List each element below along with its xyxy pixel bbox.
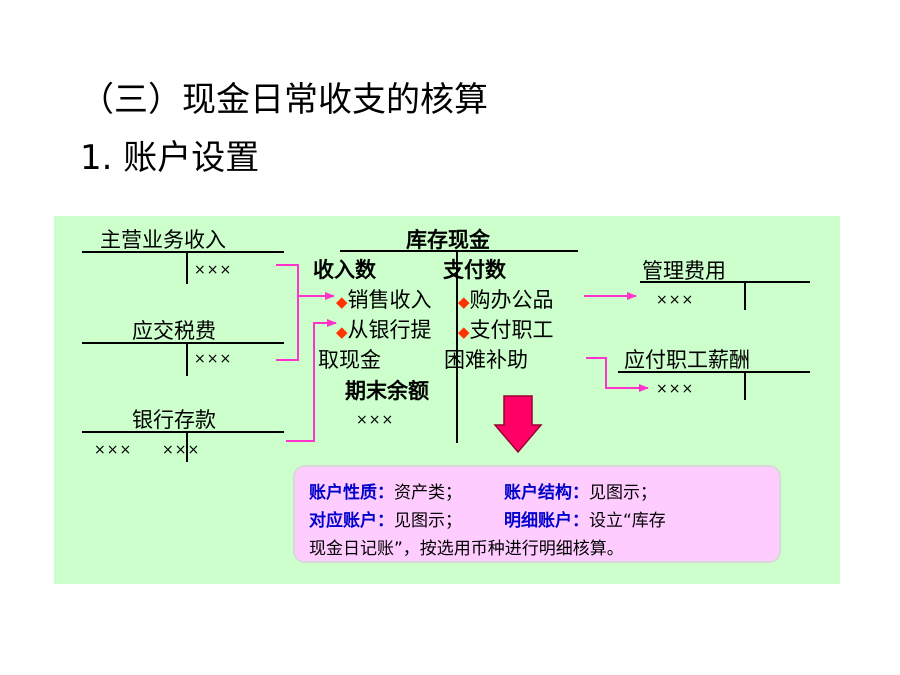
note-structure-value: 见图示；: [589, 483, 657, 503]
account-tax-payable-name: 应交税费: [132, 319, 216, 343]
cash-debit-header: 收入数: [313, 258, 376, 282]
account-main-revenue-vline: [186, 252, 188, 284]
section-title: （三）现金日常收支的核算: [80, 80, 488, 120]
cash-credit-item-office: ◆购办公品: [458, 288, 554, 312]
cash-balance-amount: ×××: [356, 412, 395, 428]
cash-credit-item-hardship: 困难补助: [444, 348, 528, 372]
account-bank-deposit-hline: [82, 431, 284, 433]
cash-account-hline: [340, 250, 578, 252]
account-payroll-payable-amount: ×××: [656, 381, 695, 397]
cash-account-vline: [456, 251, 458, 443]
cash-debit-item-cash: 取现金: [318, 348, 381, 372]
account-bank-deposit-vline: [186, 432, 188, 462]
cash-account-name: 库存现金: [406, 228, 490, 252]
account-note-box: 账户性质：资产类；账户结构：见图示； 对应账户：见图示；明细账户：设立“库存 现…: [293, 465, 781, 563]
diamond-bullet-icon: ◆: [458, 293, 470, 311]
account-admin-expense-name: 管理费用: [642, 259, 726, 283]
note-structure-key: 账户结构：: [504, 483, 589, 503]
cash-debit-item-bank: ◆从银行提: [336, 318, 432, 342]
note-nature-key: 账户性质：: [309, 483, 394, 503]
note-line-3: 现金日记账”，按选用币种进行明细核算。: [309, 539, 624, 559]
note-detail-key: 明细账户：: [504, 511, 589, 531]
diamond-bullet-icon: ◆: [458, 323, 470, 341]
account-payroll-payable-name: 应付职工薪酬: [624, 348, 750, 372]
account-tax-payable-vline: [186, 343, 188, 376]
cash-credit-header: 支付数: [443, 258, 506, 282]
arrow-tax-to-cash: [276, 296, 299, 361]
cash-debit-item-sales: ◆销售收入: [336, 288, 432, 312]
note-line-1: 账户性质：资产类； 账户结构：见图示；: [309, 479, 779, 507]
account-bank-deposit-name: 银行存款: [132, 408, 216, 432]
note-detail-value-1: 设立“库存: [589, 511, 666, 531]
account-main-revenue-hline: [82, 251, 284, 253]
account-admin-expense-vline: [744, 282, 746, 310]
account-payroll-payable-vline: [744, 372, 746, 400]
cash-balance-label: 期末余额: [345, 379, 429, 403]
arrow-cash-to-payroll: [586, 357, 649, 392]
note-line-2: 对应账户：见图示； 明细账户：设立“库存: [309, 507, 779, 535]
account-main-revenue-name: 主营业务收入: [100, 228, 226, 252]
diamond-bullet-icon: ◆: [336, 293, 348, 311]
account-tax-payable-hline: [82, 342, 284, 344]
note-counter-value: 见图示；: [394, 511, 462, 531]
note-nature-value: 资产类；: [394, 483, 462, 503]
account-bank-deposit-credit: ×××: [162, 442, 201, 458]
subsection-title: 1. 账户设置: [80, 138, 260, 178]
down-arrow-icon: [493, 395, 543, 454]
account-payroll-payable-hline: [618, 371, 810, 373]
account-tax-payable-amount: ×××: [194, 351, 233, 367]
account-admin-expense-hline: [640, 281, 810, 283]
account-bank-deposit-debit: ×××: [94, 442, 133, 458]
arrow-bank-to-cash: [286, 319, 337, 442]
note-counter-key: 对应账户：: [309, 511, 394, 531]
arrow-revenue-to-cash: [276, 264, 335, 300]
cash-credit-item-staff: ◆支付职工: [458, 318, 554, 342]
account-admin-expense-amount: ×××: [656, 292, 695, 308]
account-main-revenue-amount: ×××: [194, 262, 233, 278]
diamond-bullet-icon: ◆: [336, 323, 348, 341]
